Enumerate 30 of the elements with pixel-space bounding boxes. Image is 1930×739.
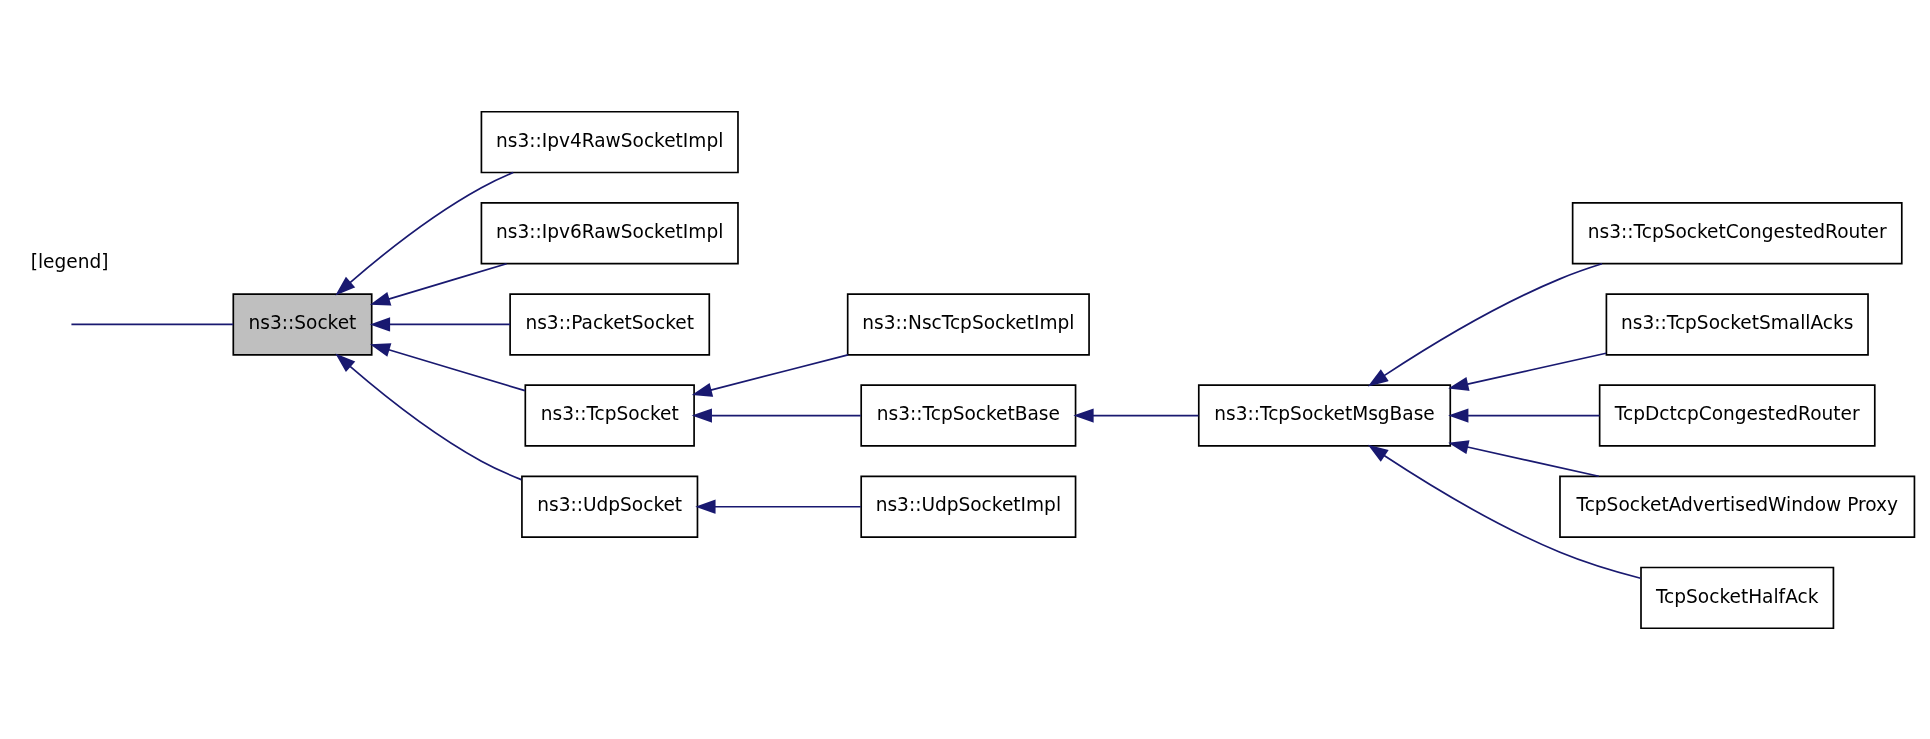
node-box: TcpSocketHalfAck: [1640, 566, 1835, 629]
node-box: TcpSocketAdvertisedWindow Proxy: [1559, 475, 1916, 538]
arrow: [369, 342, 526, 391]
arrow: [1448, 407, 1601, 423]
arrow: [1367, 262, 1603, 386]
label: [legend]: [30, 250, 109, 272]
node-box: ns3::UdpSocketImpl: [860, 475, 1077, 538]
node-box: ns3::UdpSocket: [521, 475, 699, 538]
node-box: ns3::NscTcpSocketImpl: [846, 292, 1090, 356]
connector: [70, 323, 234, 325]
node-box: ns3::TcpSocket: [524, 383, 695, 447]
arrow: [695, 499, 862, 514]
node-box: ns3::TcpSocketCongestedRouter: [1571, 201, 1903, 264]
arrow: [691, 353, 849, 397]
arrow: [369, 316, 511, 332]
node-box: TcpDctcpCongestedRouter: [1598, 383, 1876, 447]
arrow: [335, 352, 523, 480]
arrow: [1367, 444, 1642, 579]
arrow: [369, 262, 508, 306]
arrow: [1448, 351, 1607, 391]
node-box: ns3::Ipv4RawSocketImpl: [480, 110, 739, 173]
arrow: [691, 407, 862, 423]
node-box: ns3::TcpSocketMsgBase: [1197, 383, 1452, 447]
arrow: [1448, 439, 1600, 477]
arrow: [1073, 407, 1200, 423]
node-box: ns3::PacketSocket: [509, 292, 711, 356]
node-box: ns3::Socket: [232, 292, 373, 356]
node-box: ns3::TcpSocketSmallAcks: [1605, 292, 1869, 356]
node-box: ns3::Ipv6RawSocketImpl: [480, 201, 739, 264]
node-box: ns3::TcpSocketBase: [860, 383, 1077, 447]
